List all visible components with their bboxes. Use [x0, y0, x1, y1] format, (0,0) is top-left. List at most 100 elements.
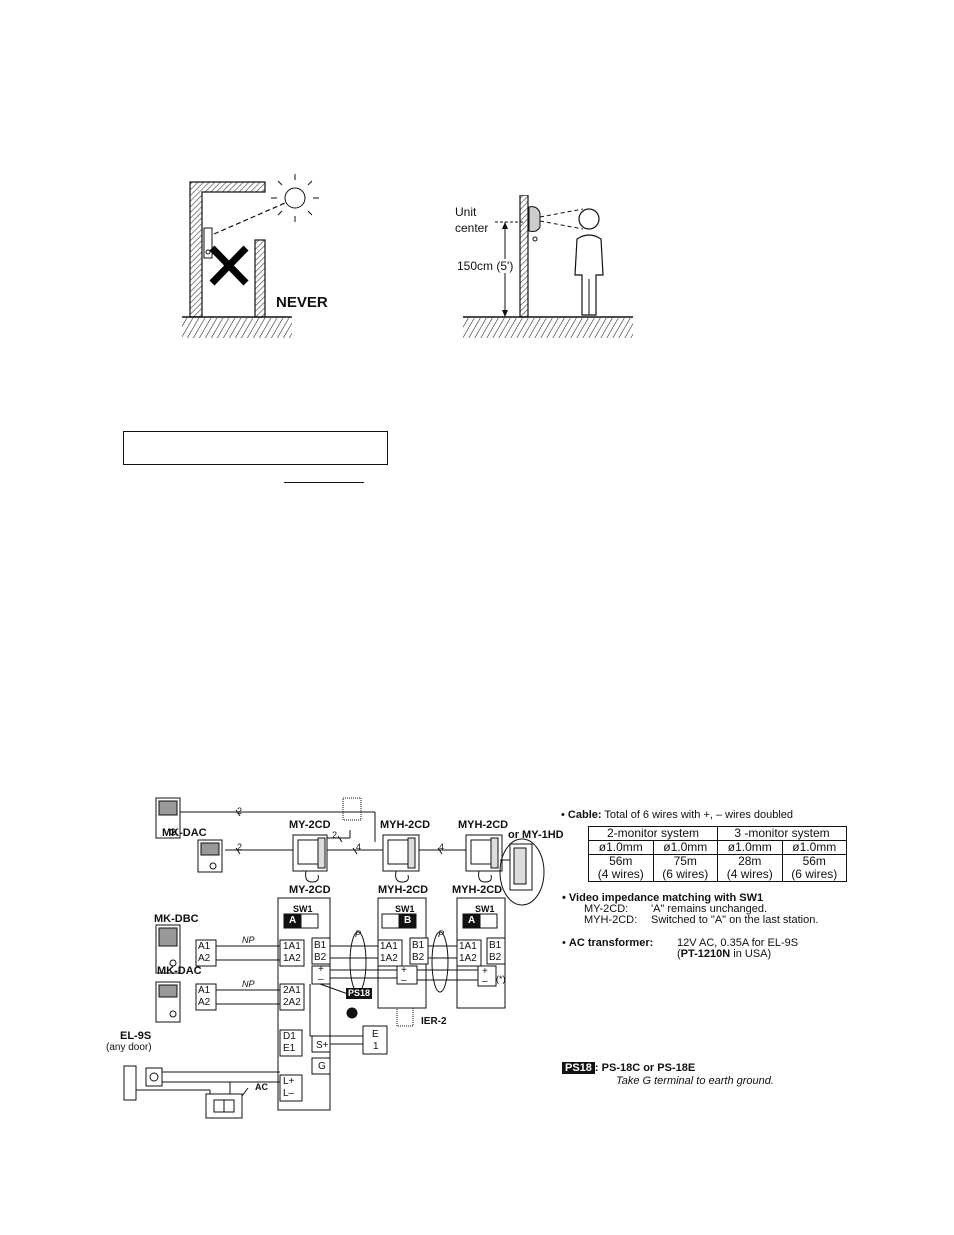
- myh2cd-box-label-2: MYH-2CD: [452, 884, 503, 896]
- el9s-label: EL-9S: [120, 1030, 152, 1042]
- sw1-label-2: SW1: [395, 904, 415, 914]
- myh2cd-top-label-1: MYH-2CD: [380, 819, 431, 831]
- term-1a1: 1A1: [283, 941, 301, 952]
- ps18-badge-diagram: PS18: [346, 988, 373, 999]
- term-star: (*): [496, 974, 506, 984]
- ac-text-1: 12V AC, 0.35A for EL-9S: [677, 937, 799, 949]
- term-1a1-3: 1A1: [459, 941, 477, 952]
- term-b1-1: B1: [314, 940, 327, 951]
- ac-text-2-post: in USA): [730, 948, 772, 960]
- cable-table: 2-monitor system 3 -monitor system ø1.0m…: [588, 826, 847, 882]
- term-minus-3: –: [482, 976, 488, 987]
- term-b2-1: B2: [314, 952, 327, 963]
- table-len-4: 56m: [802, 854, 826, 868]
- video-myh2cd-text: Switched to "A" on the last station.: [651, 914, 819, 926]
- term-minus-2: –: [401, 975, 407, 986]
- term-1a2-3: 1A2: [459, 953, 477, 964]
- term-1a2-2: 1A2: [380, 953, 398, 964]
- sw1-label-1: SW1: [293, 904, 313, 914]
- term-splus: S+: [316, 1040, 329, 1051]
- term-b2-2: B2: [412, 952, 425, 963]
- term-one: 1: [373, 1041, 379, 1052]
- never-install-illustration: [182, 174, 319, 338]
- table-len-cell-2: 75m(6 wires): [652, 854, 718, 882]
- video-my2cd-text: 'A" remains unchanged.: [651, 903, 768, 915]
- term-d1: D1: [283, 1031, 296, 1042]
- table-diam-3: ø1.0mm: [717, 840, 783, 855]
- ac-text-2-bold: PT-1210N: [680, 948, 731, 960]
- term-plus-3: +: [482, 966, 488, 977]
- wire-mark-4-b: 4: [439, 842, 445, 852]
- term-a2-bottom: A2: [198, 997, 211, 1008]
- ps18-title: : PS-18C or PS-18E: [594, 1062, 696, 1074]
- table-len-3: 28m: [738, 854, 762, 868]
- mk-dac-top-label: MK-DAC: [162, 827, 207, 839]
- cable-table-wrap: 2-monitor system 3 -monitor system ø1.0m…: [588, 826, 847, 882]
- ier2-label: IER-2: [421, 1016, 447, 1027]
- ac-text-2-pre: (: [677, 948, 681, 960]
- ac-title: AC transformer:: [568, 937, 654, 949]
- table-diam-1: ø1.0mm: [588, 840, 654, 855]
- table-len-cell-3: 28m(4 wires): [717, 854, 783, 882]
- table-head-2monitor: 2-monitor system: [588, 826, 718, 841]
- table-len-2: 75m: [673, 854, 697, 868]
- ps18-note: PS18: PS-18C or PS-18E: [562, 1062, 695, 1074]
- underline-rule: [284, 482, 364, 483]
- term-b2-3: B2: [489, 952, 502, 963]
- term-g: G: [318, 1061, 326, 1072]
- or-my1hd-label: or MY-1HD: [508, 829, 564, 841]
- cable-bullet: •: [561, 809, 568, 821]
- ac-transformer-note: • AC transformer:: [562, 937, 653, 949]
- center-label: center: [455, 221, 489, 235]
- ps18-sub: Take G terminal to earth ground.: [616, 1075, 774, 1087]
- ac-bullet: •: [562, 937, 569, 949]
- video-title: • Video impedance matching with SW1: [562, 892, 763, 904]
- mk-dac-label: MK-DAC: [157, 965, 202, 977]
- wire-mark-2-b: 2: [237, 842, 243, 852]
- term-b1-3: B1: [489, 940, 502, 951]
- term-a1-top: A1: [198, 941, 211, 952]
- ac-text-2: (PT-1210N in USA): [677, 948, 771, 960]
- my2cd-box-label: MY-2CD: [289, 884, 331, 896]
- myh2cd-top-label-2: MYH-2CD: [458, 819, 509, 831]
- sun-icon: [271, 174, 319, 222]
- table-wires-2: (6 wires): [662, 867, 709, 881]
- term-minus-1: –: [318, 974, 324, 985]
- term-2a1: 2A1: [283, 985, 301, 996]
- term-e1: E1: [283, 1043, 296, 1054]
- wire-mark-2-a: 2: [237, 806, 243, 816]
- any-door-label: (any door): [106, 1042, 152, 1053]
- wire-mark-np-b: NP: [242, 979, 255, 989]
- cable-text: Total of 6 wires with +, – wires doubled: [604, 809, 794, 821]
- term-a1-bottom: A1: [198, 985, 211, 996]
- empty-title-box: [123, 431, 388, 465]
- mounting-height-illustration: [463, 195, 633, 338]
- sw1-label-3: SW1: [475, 904, 495, 914]
- prohibited-x-icon: [209, 245, 249, 286]
- term-2a2: 2A2: [283, 997, 301, 1008]
- wiring-diagram: [123, 797, 545, 1119]
- table-head-3monitor: 3 -monitor system: [717, 826, 847, 841]
- cable-title: Cable:: [567, 809, 602, 821]
- term-lplus: L+: [283, 1076, 295, 1087]
- term-e: E: [372, 1029, 379, 1040]
- term-1a2: 1A2: [283, 953, 301, 964]
- term-a2-top: A2: [198, 953, 211, 964]
- table-wires-3: (4 wires): [726, 867, 773, 881]
- video-my2cd-label: MY-2CD:: [584, 903, 629, 915]
- table-len-cell-4: 56m(6 wires): [781, 854, 847, 882]
- mk-dbc-label: MK-DBC: [154, 913, 199, 925]
- video-myh2cd-label: MYH-2CD:: [584, 914, 638, 926]
- term-plus-2: +: [401, 965, 407, 976]
- sw1-b: B: [404, 915, 412, 926]
- wire-mark-p-a: P: [355, 929, 362, 939]
- my2cd-top-label: MY-2CD: [289, 819, 331, 831]
- cable-note: • Cable: Total of 6 wires with +, – wire…: [561, 809, 793, 821]
- person-icon: [574, 208, 604, 316]
- myh2cd-box-label-1: MYH-2CD: [378, 884, 429, 896]
- term-plus-1: +: [318, 964, 324, 975]
- sw1-a-2: A: [468, 915, 476, 926]
- sw1-a-1: A: [289, 915, 297, 926]
- video-title-text: Video impedance matching with SW1: [568, 892, 764, 904]
- term-1a1-2: 1A1: [380, 941, 398, 952]
